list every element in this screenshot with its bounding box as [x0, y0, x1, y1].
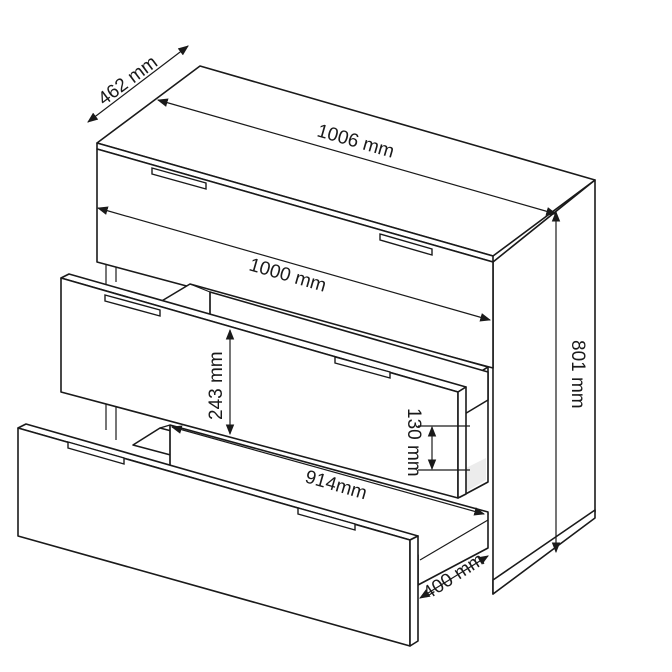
depth-dimension-line: [87, 45, 189, 123]
drawer-width-dimension-line: [170, 425, 486, 516]
inner-width-dimension-line: [96, 206, 492, 322]
cabinet-plinth: [492, 509, 596, 595]
side-height-label: 130 mm: [403, 408, 424, 477]
drawer-depth-dimension-line: [419, 555, 489, 599]
front-height-label: 243 mm: [206, 351, 227, 420]
height-label: 801 mm: [567, 340, 588, 409]
bottom-drawer-handle-left: [67, 441, 125, 465]
dimension-lines: [87, 45, 561, 599]
top-width-dimension-line: [156, 98, 558, 216]
middle-drawer-handle-right: [334, 356, 391, 379]
